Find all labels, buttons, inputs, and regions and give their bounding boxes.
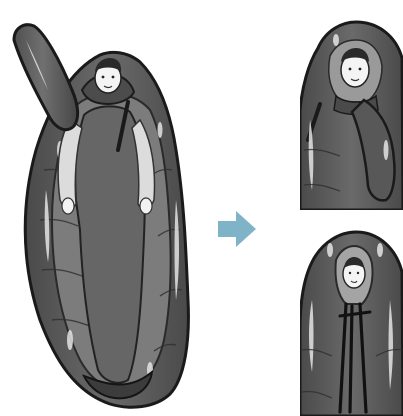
person-hand-left	[62, 198, 74, 214]
bottom-right-panel	[300, 232, 403, 416]
br-eye-left	[349, 272, 351, 274]
bag-flap-raised	[14, 25, 78, 130]
transition-arrow	[218, 211, 256, 247]
person-eye-left	[102, 76, 105, 79]
arrow-right-icon	[218, 211, 256, 247]
tr-eye-left	[349, 68, 352, 71]
main-panel	[14, 25, 188, 407]
top-right-panel	[300, 22, 403, 210]
person-hand-right	[140, 198, 152, 214]
tr-eye-right	[359, 68, 362, 71]
br-eye-right	[357, 272, 359, 274]
person-eye-right	[112, 76, 115, 79]
